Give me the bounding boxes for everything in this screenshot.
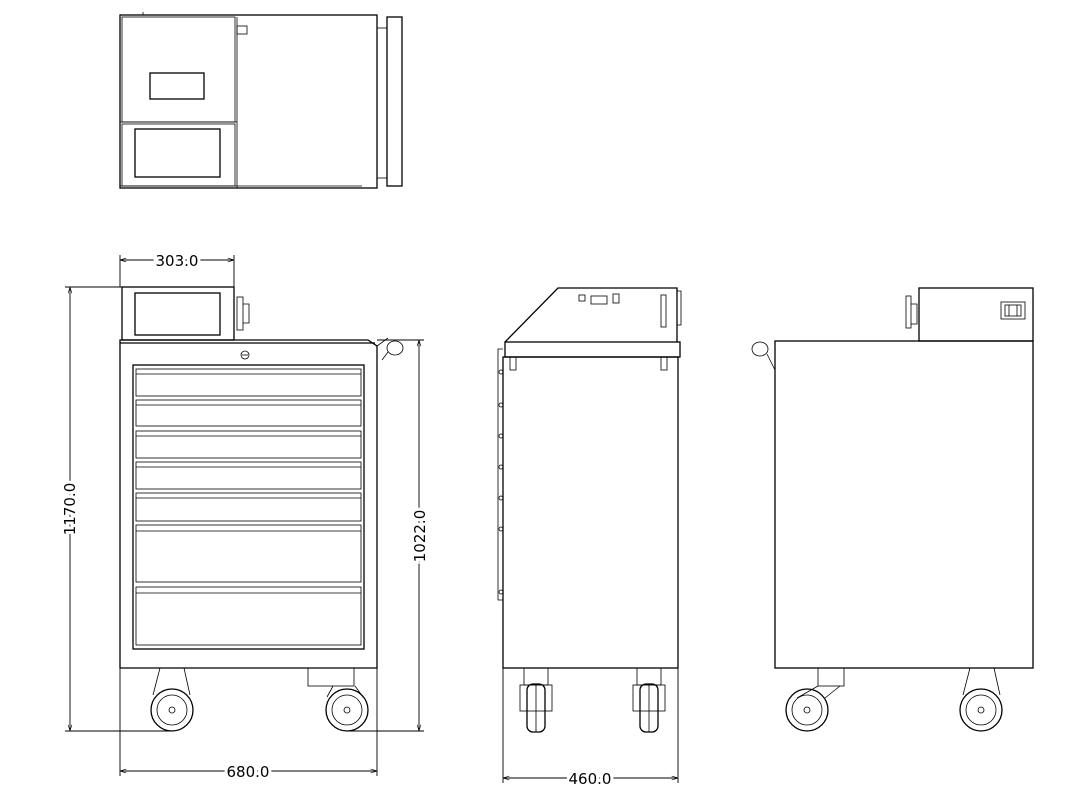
drawer-stack xyxy=(135,368,362,646)
dim-side-depth: 460.0 xyxy=(569,770,612,788)
caster-front-right xyxy=(307,667,369,732)
caster-rear-left xyxy=(785,667,845,732)
dim-head-width: 303.0 xyxy=(156,252,199,270)
caster-side-right xyxy=(632,668,666,733)
front-view xyxy=(65,255,424,776)
rear-view xyxy=(751,287,1034,732)
side-view xyxy=(497,287,682,783)
dim-front-width: 680.0 xyxy=(227,763,270,781)
caster-front-left xyxy=(150,667,194,732)
caster-rear-right xyxy=(959,667,1003,732)
dim-total-height: 1170.0 xyxy=(61,483,79,536)
top-view xyxy=(119,12,403,189)
dim-body-height: 1022.0 xyxy=(411,510,429,563)
caster-side-left xyxy=(519,668,553,733)
